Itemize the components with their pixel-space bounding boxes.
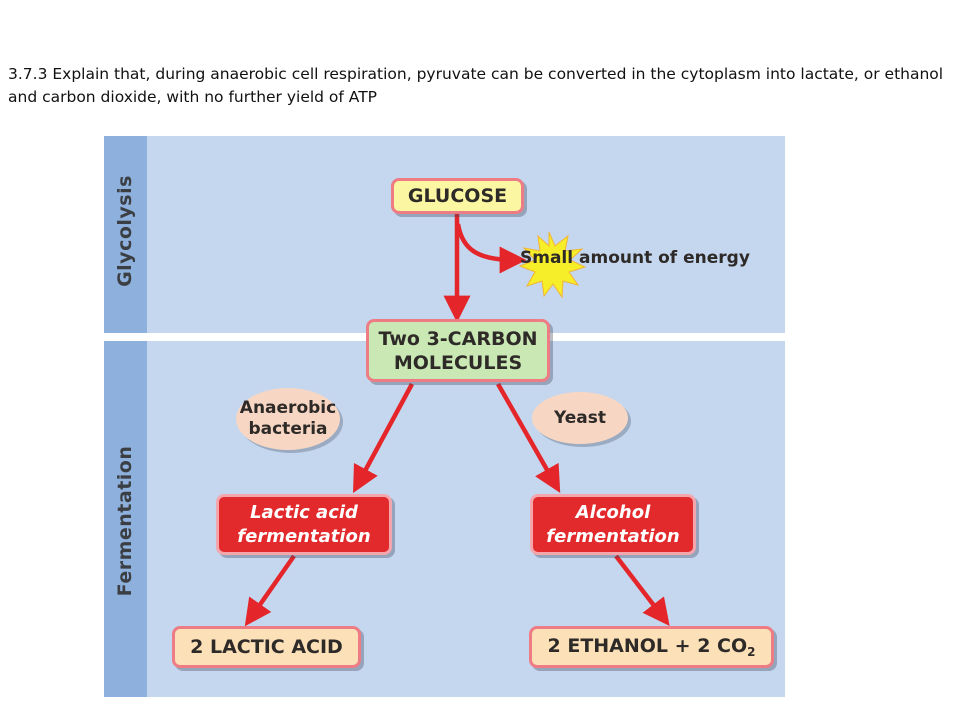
starburst-icon [518, 231, 587, 299]
arrow-to-lactic-acid [244, 554, 296, 627]
flow-arrows [244, 214, 670, 627]
ethanol-label: 2 ETHANOL + 2 CO [547, 635, 748, 657]
fermentation-diagram: Glycolysis Fermentation Small amount of … [104, 136, 785, 697]
lactic-acid-fermentation-box: Lactic acid fermentation [216, 494, 392, 555]
arrow-to-lactic-fermentation [353, 382, 414, 494]
arrow-to-ethanol [614, 554, 670, 626]
ethanol-co2-product-box: 2 ETHANOL + 2 CO2 [529, 626, 774, 668]
alcohol-fermentation-line2: fermentation [546, 525, 680, 547]
bacteria-label-line2: bacteria [248, 419, 328, 439]
molecules-label-line1: Two 3-CARBON [378, 327, 538, 350]
alcohol-fermentation-box: Alcohol fermentation [530, 494, 696, 555]
glucose-box: GLUCOSE [391, 178, 524, 214]
alcohol-fermentation-line1: Alcohol [575, 501, 651, 523]
arrow-to-energy [455, 223, 527, 274]
lactic-acid-label: 2 LACTIC ACID [190, 636, 343, 658]
bacteria-label-line1: Anaerobic [239, 398, 337, 418]
yeast-oval: Yeast [532, 392, 628, 444]
anaerobic-bacteria-oval: Anaerobic bacteria [236, 388, 340, 450]
glycolysis-band [104, 136, 147, 333]
energy-label: Small amount of energy [520, 248, 750, 268]
fermentation-band [104, 341, 147, 697]
co2-subscript: 2 [747, 645, 756, 659]
lactic-fermentation-line2: fermentation [237, 525, 371, 547]
yeast-label: Yeast [554, 407, 606, 428]
glucose-label: GLUCOSE [407, 185, 508, 207]
lactic-fermentation-line1: Lactic acid [250, 501, 358, 523]
molecules-label-line2: MOLECULES [393, 351, 523, 374]
three-carbon-molecules-box: Two 3-CARBON MOLECULES [366, 319, 550, 382]
arrow-to-alcohol-fermentation [496, 382, 561, 493]
slide-caption: 3.7.3 Explain that, during anaerobic cel… [8, 65, 944, 106]
lactic-acid-product-box: 2 LACTIC ACID [172, 626, 361, 668]
